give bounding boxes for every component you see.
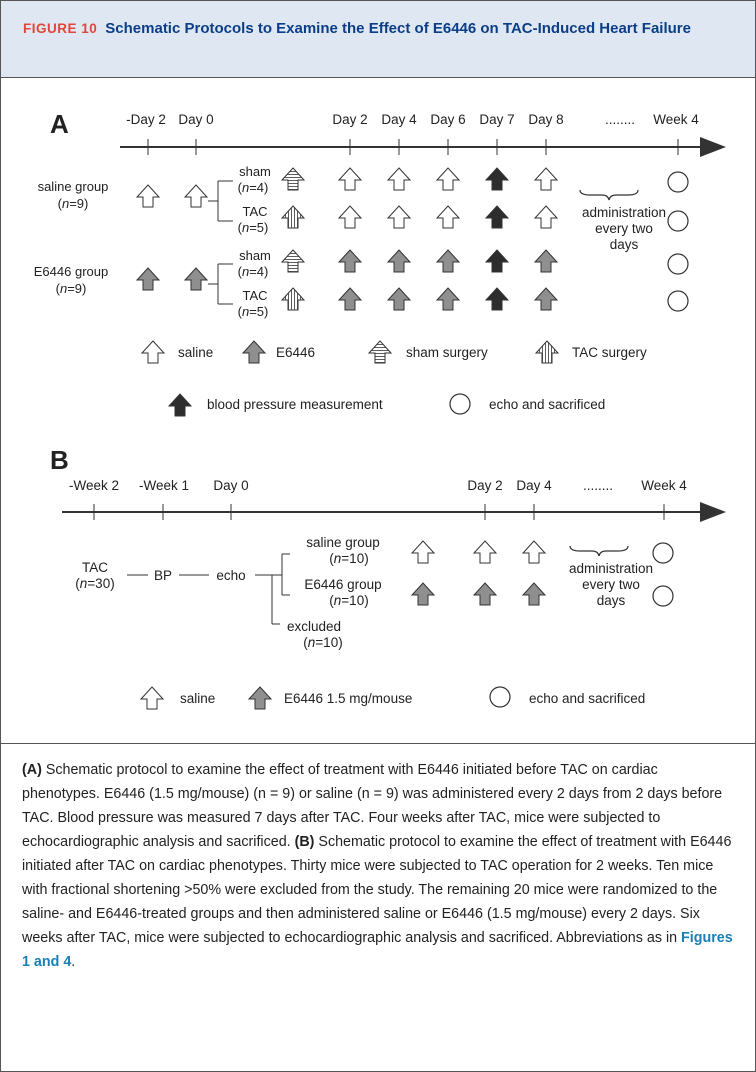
legend-sham: sham surgery — [406, 345, 488, 360]
figure-caption: (A) Schematic protocol to examine the ef… — [22, 758, 734, 974]
arrow-row-e6446-sham — [136, 249, 558, 291]
legend-saline: saline — [178, 345, 213, 360]
flow-connector — [127, 553, 290, 625]
svg-text:administration: administration — [582, 205, 666, 220]
timepoint-label: Day 2 — [332, 112, 367, 127]
saline-group-label: saline group — [306, 535, 380, 550]
timepoint-label: ........ — [605, 112, 635, 127]
saline-group-label: saline group — [38, 179, 109, 194]
timepoint-label: -Week 1 — [139, 478, 189, 493]
arrow-row-saline-sham — [136, 167, 558, 208]
arrow-row-b-e6446 — [411, 582, 546, 606]
legend-echo: echo and sacrificed — [489, 397, 605, 412]
tac-label: TAC — [82, 560, 108, 575]
legend-saline: saline — [180, 691, 215, 706]
caption-b-label: (B) — [294, 834, 315, 850]
legend-b: saline E6446 1.5 mg/mouse echo and sacri… — [140, 686, 645, 710]
subgroup-label: sham — [239, 248, 271, 263]
arrow-row-b-saline — [411, 540, 546, 564]
administration-note: administration every two days — [569, 561, 653, 608]
figure-header: FIGURE 10 Schematic Protocols to Examine … — [1, 1, 755, 78]
echo-label: echo — [216, 568, 245, 583]
timepoint-label: Week 4 — [641, 478, 687, 493]
timepoint-label: Day 7 — [479, 112, 514, 127]
timepoint-label: Week 4 — [653, 112, 699, 127]
subgroup-n: (n=5) — [238, 220, 269, 235]
echo-circle — [667, 171, 689, 312]
e6446-group-label: E6446 group — [304, 577, 381, 592]
panel-b-timeline: -Week 2 -Week 1 Day 0 Day 2 Day 4 ......… — [62, 478, 726, 522]
caption-b-text: Schematic protocol to examine the effect… — [22, 834, 732, 946]
excluded-n: (n=10) — [303, 635, 342, 650]
svg-text:every two: every two — [582, 577, 640, 592]
caption-a-label: (A) — [22, 762, 42, 778]
timepoint-label: Day 0 — [178, 112, 213, 127]
panel-a-timeline: -Day 2 Day 0 Day 2 Day 4 Day 6 Day 7 Day… — [120, 112, 726, 157]
svg-text:administration: administration — [569, 561, 653, 576]
figure-label: FIGURE 10 — [23, 21, 98, 36]
timepoint-label: -Day 2 — [126, 112, 166, 127]
timepoint-label: Day 4 — [381, 112, 417, 127]
tac-n: (n=30) — [75, 576, 114, 591]
figure-title: FIGURE 10 Schematic Protocols to Examine … — [23, 17, 723, 41]
echo-circle — [652, 542, 674, 607]
legend-e6446-dose: E6446 1.5 mg/mouse — [284, 691, 412, 706]
svg-text:days: days — [610, 237, 639, 252]
subgroup-n: (n=4) — [238, 264, 269, 279]
protocol-diagram: A -Day 2 Day 0 Day 2 Day 4 Day 6 Day 7 D… — [34, 109, 726, 710]
panel-a-label: A — [50, 109, 69, 139]
timepoint-label: Day 2 — [467, 478, 502, 493]
timepoint-label: Day 8 — [528, 112, 563, 127]
svg-text:every two: every two — [595, 221, 653, 236]
figure-title-text: Schematic Protocols to Examine the Effec… — [105, 20, 691, 37]
brace — [569, 545, 629, 557]
legend-a: saline E6446 sham surgery TAC surgery bl… — [141, 340, 647, 417]
caption-a-text: Schematic protocol to examine the effect… — [22, 762, 723, 850]
subgroup-label: TAC — [242, 288, 267, 303]
legend-bp: blood pressure measurement — [207, 397, 383, 412]
legend-e6446: E6446 — [276, 345, 315, 360]
bp-label: BP — [154, 568, 172, 583]
e6446-group-n: (n=9) — [56, 281, 87, 296]
timepoint-label: ........ — [583, 478, 613, 493]
brace — [579, 189, 639, 201]
subgroup-label: sham — [239, 164, 271, 179]
caption-end: . — [71, 954, 76, 970]
timepoint-label: -Week 2 — [69, 478, 119, 493]
timepoint-label: Day 6 — [430, 112, 465, 127]
administration-note: administration every two days — [582, 205, 666, 252]
timepoint-label: Day 0 — [213, 478, 248, 493]
panel-b-label: B — [50, 445, 69, 475]
timepoint-label: Day 4 — [516, 478, 552, 493]
e6446-group-label: E6446 group — [34, 264, 108, 279]
saline-group-n: (n=9) — [58, 196, 89, 211]
figure-reference-link[interactable]: Figures 1 and 4 — [22, 930, 733, 970]
svg-text:days: days — [597, 593, 626, 608]
arrow-row-saline-tac — [281, 205, 558, 229]
subgroup-label: TAC — [242, 204, 267, 219]
excluded-label: excluded — [287, 619, 341, 634]
caption-divider — [1, 743, 755, 744]
e6446-group-n: (n=10) — [329, 593, 368, 608]
subgroup-n: (n=4) — [238, 180, 269, 195]
legend-echo: echo and sacrificed — [529, 691, 645, 706]
subgroup-n: (n=5) — [238, 304, 269, 319]
saline-group-n: (n=10) — [329, 551, 368, 566]
arrow-row-e6446-tac — [281, 287, 558, 311]
legend-tac: TAC surgery — [572, 345, 647, 360]
branch-connector — [208, 180, 233, 305]
